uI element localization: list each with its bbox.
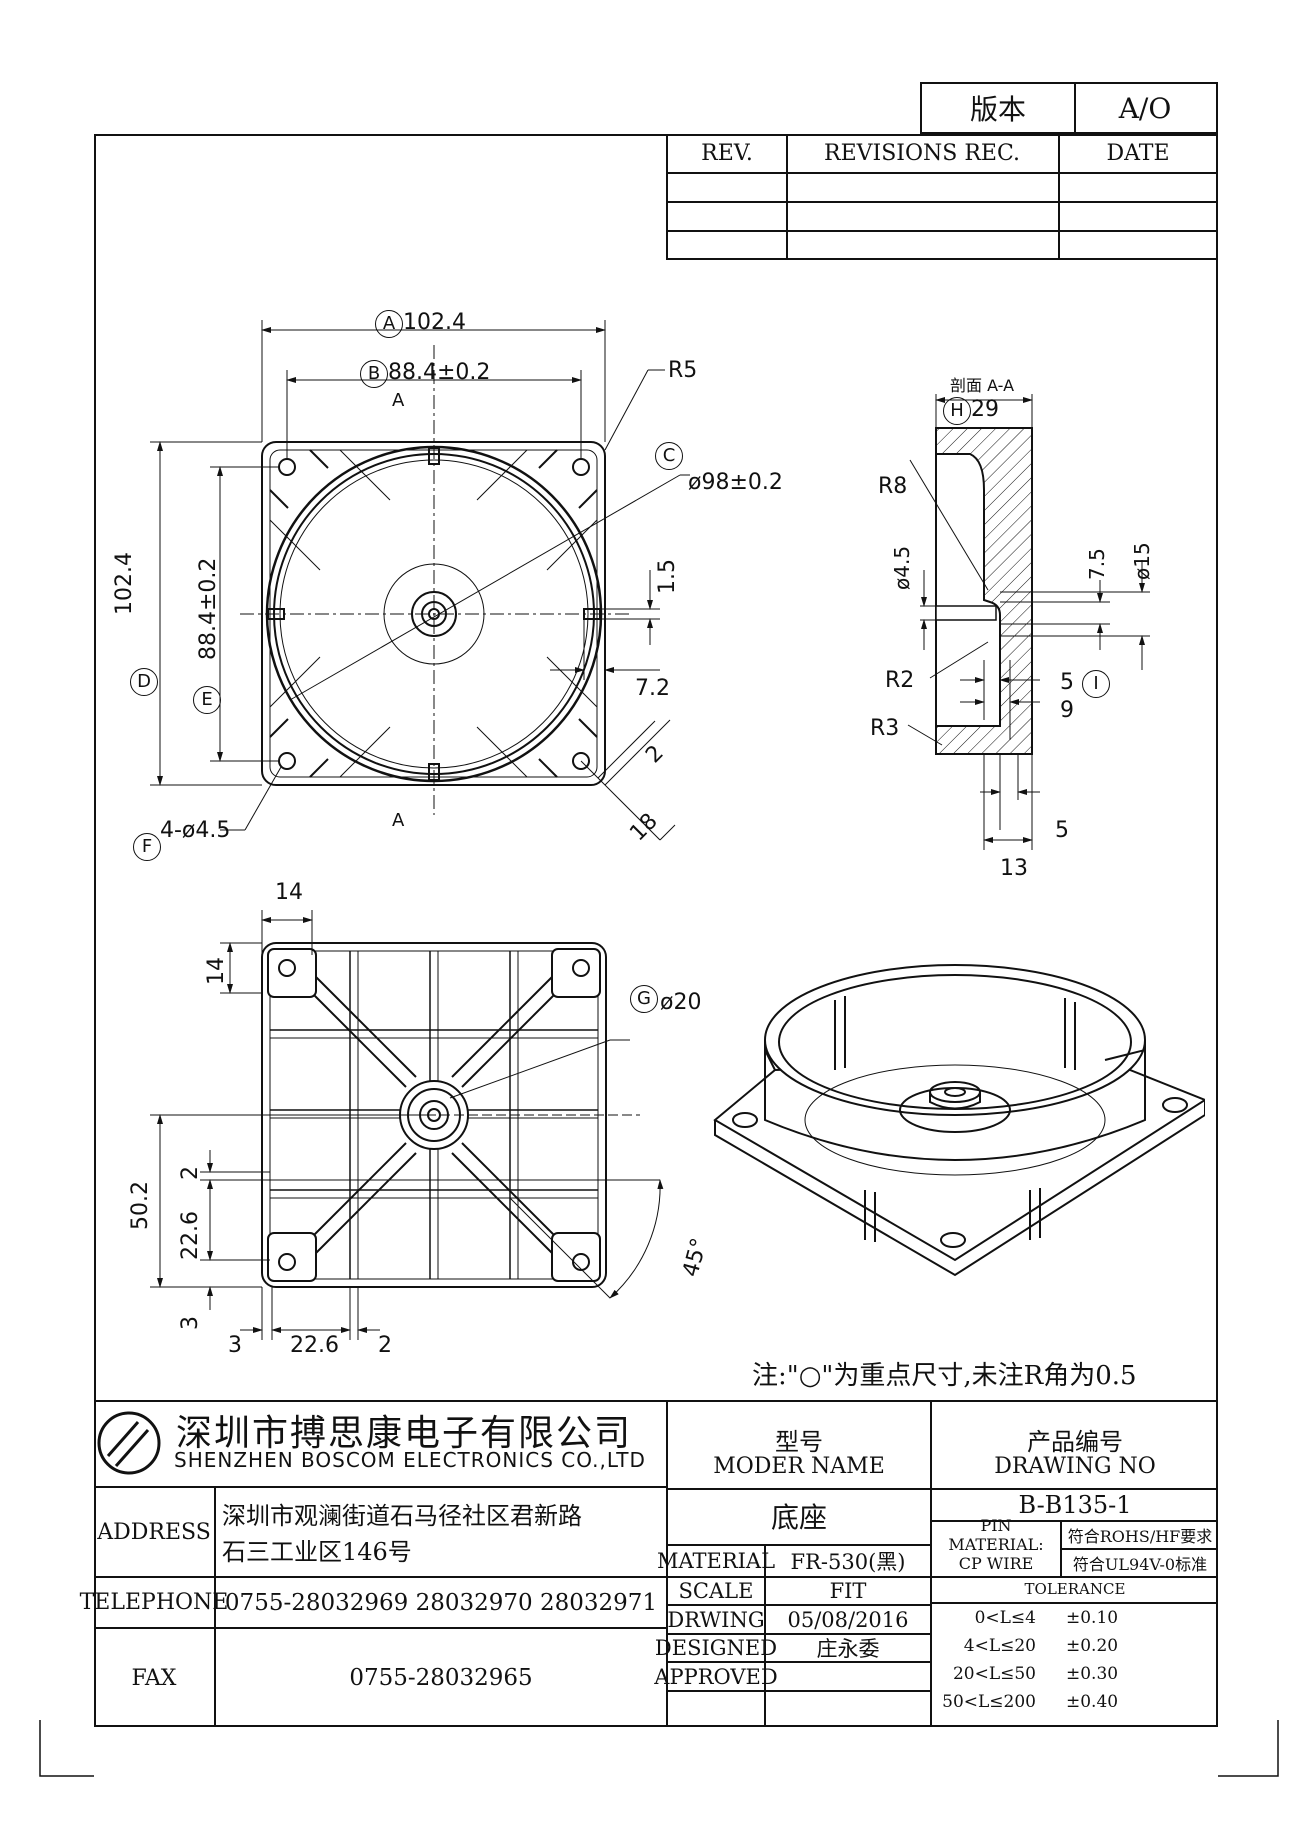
section-view	[907, 394, 1150, 850]
telephone-label: TELEPHONE	[79, 1590, 229, 1615]
dim-50-2: 50.2	[128, 1181, 153, 1230]
dim-7-5: 7.5	[1085, 548, 1109, 580]
dim-h: 29	[971, 397, 999, 422]
dim-a: 102.4	[403, 310, 466, 335]
dim-7-2: 7.2	[635, 676, 670, 701]
dim-d: 102.4	[112, 552, 137, 615]
tolerance-list: 0<L≤4±0.10 4<L≤20±0.20 20<L≤50±0.30 50<L…	[940, 1608, 1210, 1720]
callout-c: C	[655, 442, 683, 470]
dim-c: ø98±0.2	[688, 470, 783, 495]
telephone-value: 0755-28032969 28032970 28032971	[224, 1589, 658, 1616]
revision-table: REV. REVISIONS REC. DATE	[666, 134, 1218, 260]
dim-r3: R3	[870, 716, 900, 741]
tolerance-row: 0<L≤4±0.10	[974, 1608, 1119, 1628]
dim-r2: R2	[885, 668, 915, 693]
dim-e: 88.4±0.2	[196, 557, 221, 660]
dim-g: ø20	[660, 990, 702, 1015]
tolerance-row: 50<L≤200±0.40	[942, 1692, 1119, 1712]
dim-phi-15: ø15	[1130, 542, 1154, 580]
section-title: 剖面 A-A	[950, 376, 1015, 395]
sheet-border	[94, 134, 1218, 1727]
dim-5: 5	[1060, 670, 1074, 695]
dim-5-bottom: 5	[1055, 818, 1069, 843]
dim-9: 9	[1060, 698, 1074, 723]
tolerance-row: 4<L≤20±0.20	[963, 1636, 1119, 1656]
dim-22-6-left: 22.6	[178, 1211, 203, 1260]
version-label: 版本	[922, 84, 1076, 132]
designed-label: DESIGNED	[654, 1636, 778, 1660]
callout-i: I	[1082, 670, 1110, 698]
section-mark-top: A	[392, 390, 405, 411]
drawing-no-value: B-B135-1	[1018, 1491, 1132, 1519]
dim-f: 4-ø4.5	[160, 818, 231, 843]
date-col-header: DATE	[1106, 140, 1170, 166]
isometric-view	[713, 964, 1205, 1277]
address-line-1: 深圳市观澜街道石马径社区君新路	[222, 1502, 582, 1530]
drawing-no-label-cn: 产品编号	[1027, 1428, 1123, 1456]
tolerance-row: 20<L≤50±0.30	[952, 1664, 1119, 1684]
rev-rec-col-header: REVISIONS REC.	[786, 134, 1060, 172]
callout-f: F	[133, 833, 161, 861]
material-label: MATERIAL	[656, 1549, 776, 1573]
dim-13: 13	[1000, 856, 1028, 881]
drawing-label: DRWING	[667, 1607, 765, 1632]
tolerance-title: TOLERANCE	[1024, 1580, 1126, 1598]
pin-material-value: 符合ROHS/HF要求	[1067, 1527, 1213, 1546]
address-line-2: 石三工业区146号	[222, 1538, 412, 1566]
dim-2-bottom: 2	[378, 1333, 392, 1358]
company-name-cn: 深圳市搏思康电子有限公司	[176, 1413, 633, 1454]
version-box: 版本 A/O	[920, 82, 1218, 134]
dim-1-5: 1.5	[655, 559, 680, 594]
address-label: ADDRESS	[97, 1519, 211, 1545]
cp-wire-label: CP WIRE	[958, 1553, 1034, 1573]
callout-d: D	[130, 668, 158, 696]
dim-2-left: 2	[178, 1166, 203, 1180]
cp-wire-value: 符合UL94V-0标准	[1072, 1555, 1208, 1574]
dim-r5: R5	[668, 358, 698, 383]
approved-label: APPROVED	[654, 1664, 778, 1689]
rev-col-header: REV.	[668, 134, 788, 172]
callout-a: A	[375, 310, 403, 338]
dim-14-vertical: 14	[204, 957, 229, 985]
model-label-cn: 型号	[775, 1428, 823, 1456]
drawing-note: 注:"○"为重点尺寸,未注R角为0.5	[752, 1361, 1137, 1391]
title-block: 深圳市搏思康电子有限公司 SHENZHEN BOSCOM ELECTRONICS…	[79, 1400, 1218, 1729]
callout-h: H	[943, 397, 971, 425]
callout-e: E	[193, 686, 221, 714]
callout-g: G	[630, 985, 658, 1013]
dim-phi-4-5: ø4.5	[890, 545, 914, 590]
fax-value: 0755-28032965	[349, 1665, 533, 1691]
top-view	[150, 320, 690, 841]
drawing-no-label-en: DRAWING NO	[994, 1454, 1156, 1479]
dim-22-6-bottom: 22.6	[290, 1333, 339, 1358]
designed-value: 庄永委	[816, 1637, 880, 1661]
dim-b: 88.4±0.2	[388, 360, 491, 385]
model-label-en: MODER NAME	[713, 1454, 885, 1479]
scale-label: SCALE	[678, 1579, 754, 1603]
model-value: 底座	[770, 1501, 827, 1534]
company-name-en: SHENZHEN BOSCOM ELECTRONICS CO.,LTD	[174, 1448, 646, 1472]
section-mark-bottom: A	[392, 810, 405, 831]
fax-label: FAX	[131, 1665, 177, 1691]
version-value: A/O	[1118, 91, 1172, 125]
company-logo	[97, 1411, 161, 1475]
dim-3-bottom: 3	[228, 1333, 242, 1358]
callout-b: B	[360, 360, 388, 388]
scale-value: FIT	[829, 1579, 867, 1603]
material-value: FR-530(黑)	[790, 1550, 906, 1574]
drawing-date: 05/08/2016	[787, 1607, 909, 1632]
dim-14-horizontal: 14	[275, 880, 303, 905]
pin-material-label: PIN MATERIAL:	[948, 1516, 1044, 1554]
bottom-view	[150, 910, 664, 1340]
dim-3-left: 3	[178, 1316, 203, 1330]
dim-r8: R8	[878, 474, 908, 499]
